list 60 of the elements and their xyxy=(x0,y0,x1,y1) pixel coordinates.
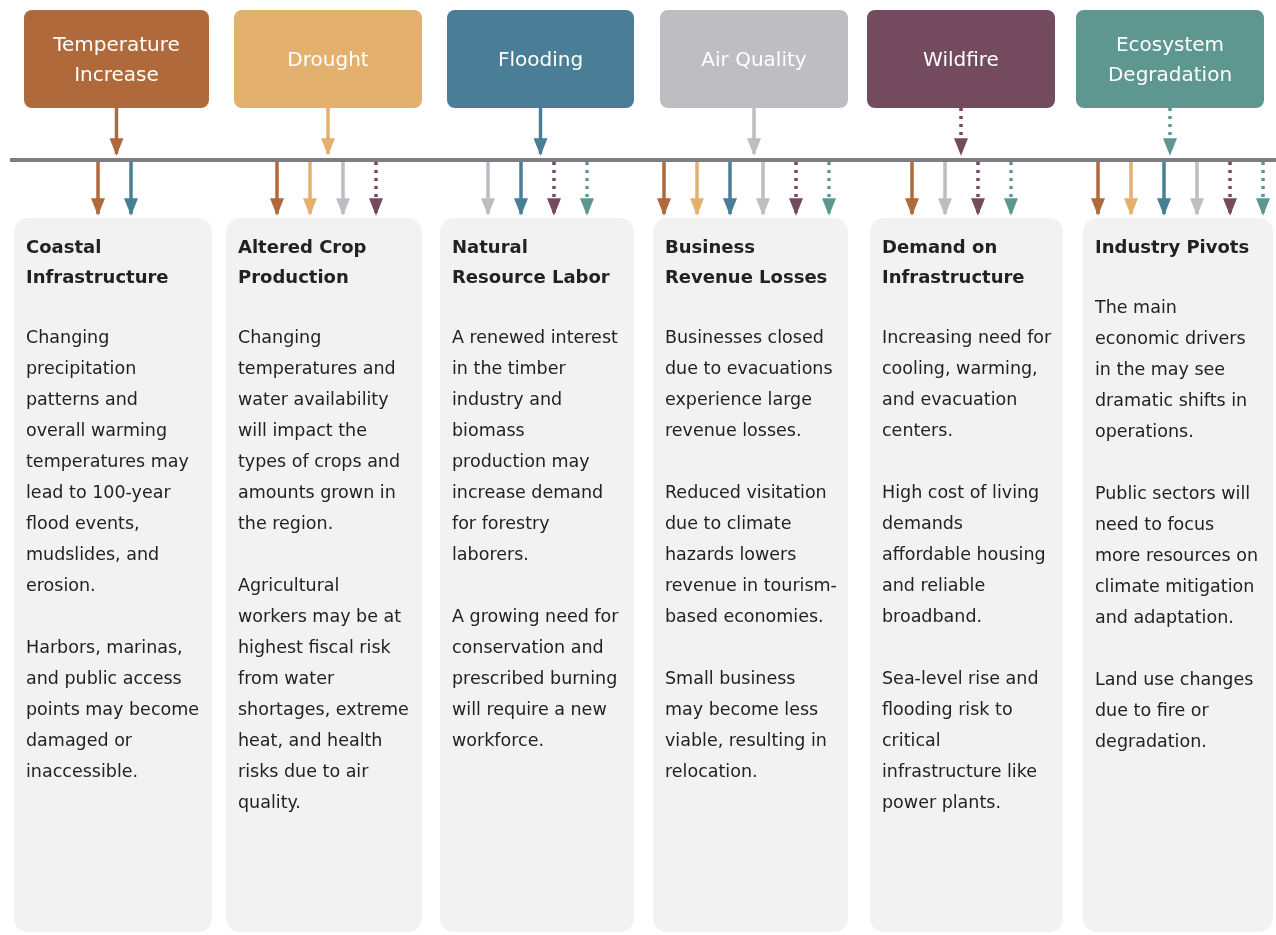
arrow xyxy=(303,162,317,216)
arrow xyxy=(580,162,594,216)
card-paragraph: Small business may become less viable, resulting in relocation. xyxy=(665,667,828,783)
arrow xyxy=(336,162,350,216)
arrow xyxy=(1091,162,1105,216)
arrow xyxy=(789,162,803,216)
arrow xyxy=(938,162,952,216)
arrow xyxy=(533,108,548,156)
card-paragraph: Harbors, marinas, and public access points may become damaged or inaccessible. xyxy=(26,636,201,783)
card-paragraph: Changing temperatures and water availability will impact the types of crops and amounts grown in the region. xyxy=(238,326,402,535)
arrow xyxy=(1157,162,1171,216)
card-heading: Altered Crop Production xyxy=(238,235,368,289)
card-heading: Business Revenue Losses xyxy=(665,235,829,289)
arrow xyxy=(514,162,528,216)
card-paragraph: High cost of living demands affordable housing and reliable broadband. xyxy=(882,481,1047,628)
arrow xyxy=(723,162,737,216)
hazard-box: Drought xyxy=(234,10,422,108)
card-heading: Natural Resource Labor xyxy=(452,235,611,289)
hazard-box: Flooding xyxy=(447,10,634,108)
arrow xyxy=(1163,108,1177,156)
arrow xyxy=(1190,162,1204,216)
arrow xyxy=(1124,162,1138,216)
card-heading: Demand on Infrastructure xyxy=(882,235,1026,289)
arrow xyxy=(690,162,704,216)
card-paragraph: Businesses closed due to evacuations experience large revenue losses. xyxy=(665,326,834,442)
arrow xyxy=(321,108,335,156)
arrow xyxy=(954,108,968,156)
arrow xyxy=(1223,162,1237,216)
divider-bar xyxy=(10,158,1276,162)
hazard-box: Wildfire xyxy=(867,10,1055,108)
arrow xyxy=(756,162,770,216)
card-paragraph: Reduced visitation due to climate hazards lowers revenue in tourism-based economies. xyxy=(665,481,838,628)
arrow xyxy=(1256,162,1270,216)
hazard-box: Air Quality xyxy=(660,10,848,108)
arrow xyxy=(657,162,671,216)
arrow xyxy=(481,162,495,216)
arrow xyxy=(1004,162,1018,216)
card-paragraph: Public sectors will need to focus more resources on climate mitigation and adaptation. xyxy=(1095,482,1260,629)
arrow xyxy=(270,162,284,216)
card-paragraph: Sea-level rise and flooding risk to critical infrastructure like power plants. xyxy=(882,667,1040,814)
card-paragraph: The main economic drivers in the may see dramatic shifts in operations. xyxy=(1095,296,1249,443)
arrow xyxy=(747,108,761,156)
arrow xyxy=(124,162,138,216)
arrow xyxy=(91,162,105,216)
card-heading: Coastal Infrastructure xyxy=(26,235,170,289)
card-paragraph: A renewed interest in the timber industry and biomass production may increase demand for forestry laborers. xyxy=(452,326,619,566)
hazard-box: Temperature Increase xyxy=(24,10,209,108)
arrow xyxy=(109,108,124,156)
card-paragraph: Changing precipitation patterns and overall warming temperatures may lead to 100-year flood events, mudslides, and erosion. xyxy=(26,326,190,597)
card-paragraph: Land use changes due to fire or degradation. xyxy=(1095,668,1255,753)
card-paragraph: A growing need for conservation and prescribed burning will require a new workforce. xyxy=(452,605,620,752)
arrow xyxy=(369,162,383,216)
card-heading: Industry Pivots xyxy=(1095,235,1251,259)
card-paragraph: Agricultural workers may be at highest fiscal risk from water shortages, extreme heat, and health risks due to air quality. xyxy=(238,574,410,814)
arrow xyxy=(822,162,836,216)
arrow xyxy=(905,162,919,216)
hazard-box: Ecosystem Degradation xyxy=(1076,10,1264,108)
card-paragraph: Increasing need for cooling, warming, and evacuation centers. xyxy=(882,326,1053,442)
arrow xyxy=(971,162,985,216)
arrow xyxy=(547,162,561,216)
